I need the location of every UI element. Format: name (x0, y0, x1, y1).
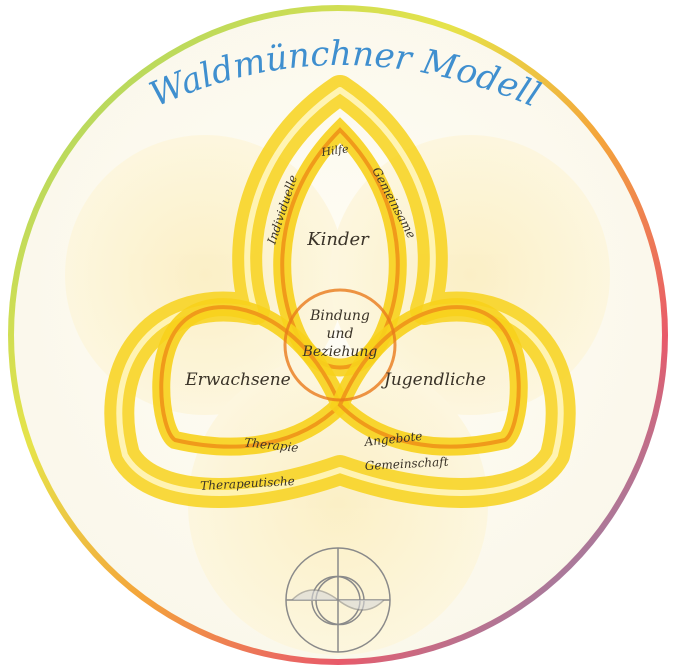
yin-yang-circle-icon (286, 548, 390, 652)
center-label-line3: Beziehung (302, 344, 378, 360)
label-jugendliche: Jugendliche (381, 370, 486, 390)
center-label-line2: und (327, 326, 354, 342)
label-kinder: Kinder (306, 229, 370, 250)
label-erwachsene: Erwachsene (184, 370, 291, 390)
center-label-line1: Bindung (309, 308, 370, 324)
